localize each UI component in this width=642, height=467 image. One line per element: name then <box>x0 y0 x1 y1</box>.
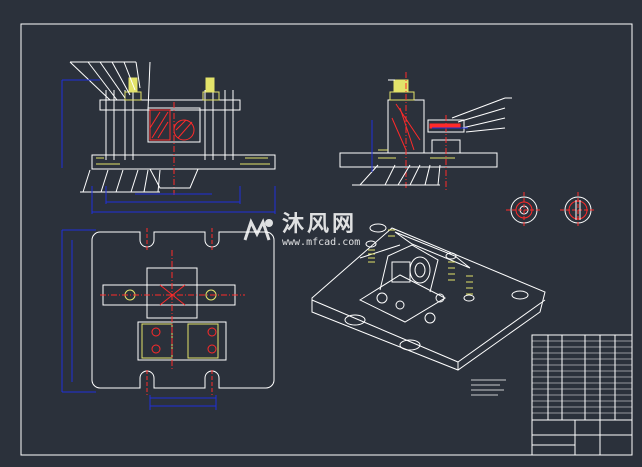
tech-notes <box>471 379 506 396</box>
isometric-view <box>311 223 546 371</box>
mfcad-logo-icon <box>243 218 273 241</box>
top-plan-view <box>91 228 275 395</box>
side-section-view <box>339 72 512 190</box>
watermark-title: 沐风网 <box>282 212 358 237</box>
front-section-view <box>69 61 276 195</box>
detail-circles <box>506 192 596 228</box>
watermark: 沐风网 www.mfcad.com <box>242 214 360 248</box>
front-dimensions <box>61 79 276 214</box>
watermark-url: www.mfcad.com <box>282 237 361 248</box>
side-dimensions <box>371 120 468 172</box>
top-dimensions <box>61 229 217 410</box>
title-block-rows <box>532 340 632 414</box>
drawing-border <box>20 23 633 456</box>
